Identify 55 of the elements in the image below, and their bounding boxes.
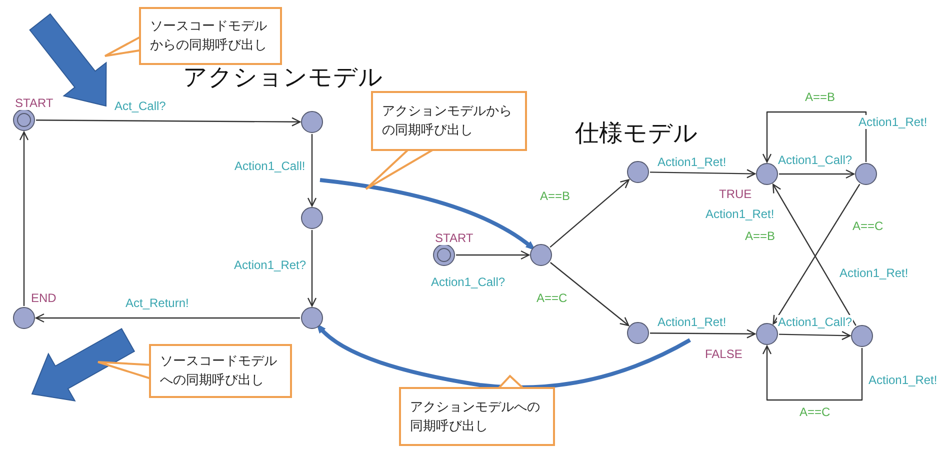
- arrow: [650, 329, 756, 338]
- state-circle: [301, 111, 323, 133]
- state-circle: [530, 244, 552, 266]
- state-circle: [756, 163, 778, 185]
- state-circle: [301, 307, 323, 329]
- state-label: START: [434, 231, 474, 245]
- arrow: [778, 330, 851, 340]
- heading: アクションモデル: [183, 62, 383, 92]
- curved-arrow: [320, 178, 536, 250]
- edge-label: Action1_Ret!: [656, 155, 728, 169]
- state-circle: [627, 322, 649, 344]
- edge-label: Action1_Ret!: [868, 373, 938, 387]
- curved-arrow: [316, 324, 691, 390]
- edge-label: Action1_Ret!: [838, 266, 910, 280]
- state-label: START: [14, 96, 54, 110]
- state-circle: [13, 109, 35, 131]
- arrow: [19, 131, 29, 306]
- arrow: [650, 169, 756, 178]
- edge-label: Act_Call?: [114, 99, 167, 113]
- guard-label: A==B: [744, 229, 776, 243]
- state-label: END: [30, 291, 58, 305]
- state-circle: [851, 325, 873, 347]
- edge-label: Action1_Ret!: [704, 207, 776, 221]
- edge-label: Act_Return!: [124, 296, 190, 310]
- state-circle: [855, 163, 877, 185]
- arrow: [550, 179, 630, 248]
- arrow: [35, 313, 300, 323]
- edge-label: A==B: [539, 189, 572, 203]
- guard-label: A==B: [804, 90, 836, 104]
- edge-label: Action1_Ret!: [858, 115, 928, 129]
- edge-label: Action1_Call?: [777, 315, 854, 329]
- heading: 仕様モデル: [575, 118, 698, 148]
- arrow: [307, 134, 317, 207]
- arrow: [36, 117, 301, 126]
- state-circle: [13, 307, 35, 329]
- edge-label: Action1_Call?: [430, 275, 506, 289]
- state-label: TRUE: [718, 187, 753, 201]
- state-circle: [627, 161, 649, 183]
- arrow: [762, 345, 863, 401]
- state-circle: [433, 244, 455, 266]
- edge-label: A==C: [536, 291, 568, 305]
- arrow: [456, 250, 530, 260]
- state-circle: [301, 207, 323, 229]
- arrow: [550, 262, 630, 326]
- edge-label: Action1_Call?: [777, 153, 854, 167]
- arrow: [762, 111, 867, 163]
- arrow: [307, 230, 317, 307]
- edge-label: Action1_Ret!: [656, 315, 728, 329]
- edge-label: Action1_Call!: [234, 159, 306, 173]
- state-label: FALSE: [704, 347, 744, 361]
- guard-label: A==C: [852, 219, 884, 233]
- edge-label: Action1_Ret?: [233, 258, 308, 272]
- guard-label: A==C: [798, 405, 832, 419]
- arrow: [779, 169, 855, 179]
- state-circle: [756, 323, 778, 345]
